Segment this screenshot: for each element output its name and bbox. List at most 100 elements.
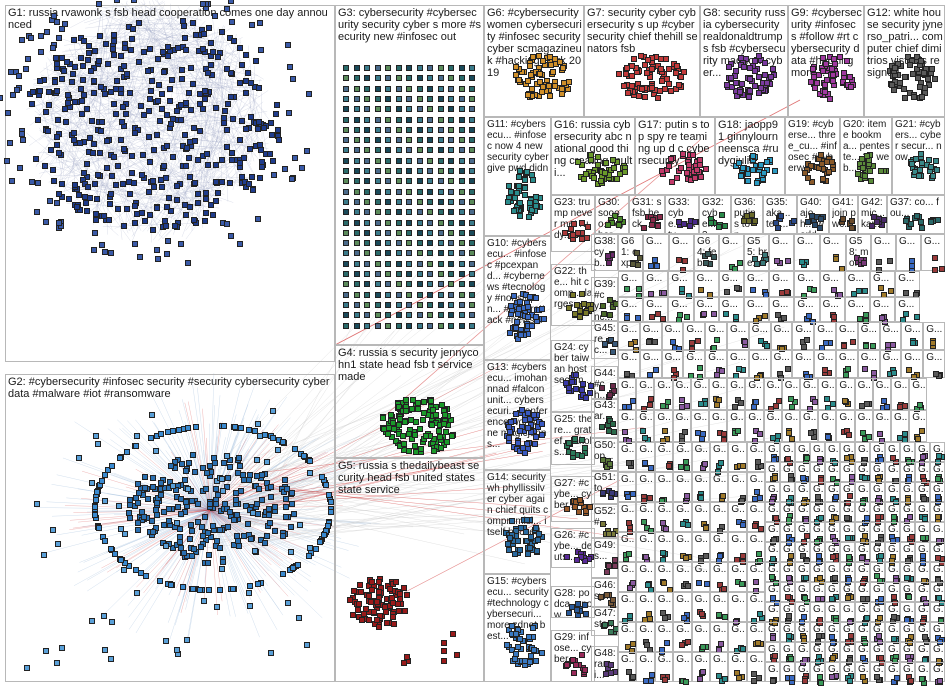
node-g2[interactable] [92,496,99,503]
node-g13[interactable] [517,428,524,435]
node-small[interactable] [755,639,762,646]
node-small[interactable] [623,285,630,292]
node-g1[interactable] [28,34,35,41]
node-small[interactable] [710,310,717,317]
node-g25[interactable] [578,437,585,444]
node-g17[interactable] [678,164,685,171]
node-g3[interactable] [364,65,370,71]
node-small[interactable] [829,673,836,680]
node-g1[interactable] [205,69,212,76]
node-g1[interactable] [77,140,84,147]
node-g2[interactable] [207,501,214,508]
node-g2[interactable] [258,497,265,504]
node-g2[interactable] [246,471,253,478]
node-g1[interactable] [58,54,65,61]
node-g1[interactable] [185,155,192,162]
node-g2[interactable] [283,513,290,520]
node-g4[interactable] [396,421,403,428]
node-g29[interactable] [571,670,578,677]
node-g3[interactable] [364,198,370,205]
node-g19[interactable] [804,175,811,182]
node-small[interactable] [695,338,701,345]
node-g6[interactable] [552,83,559,90]
node-g1[interactable] [128,46,135,53]
node-small[interactable] [757,337,764,344]
node-g2[interactable] [213,485,220,492]
node-g13[interactable] [521,416,528,423]
node-g15[interactable] [533,657,540,664]
node-g2[interactable] [265,512,272,519]
node-g1[interactable] [114,77,121,84]
node-small[interactable] [713,371,720,378]
node-small[interactable] [859,555,866,562]
node-g2[interactable] [50,527,57,534]
node-small[interactable] [647,678,654,685]
node-g3[interactable] [406,198,412,205]
node-small[interactable] [644,582,651,589]
node-small[interactable] [802,574,809,581]
node-small[interactable] [897,403,904,410]
node-g3[interactable] [416,157,423,164]
node-g2[interactable] [319,473,326,480]
node-g2[interactable] [40,551,47,558]
node-g1[interactable] [90,78,97,85]
node-g1[interactable] [104,60,111,67]
node-g14[interactable] [517,525,524,532]
node-g1[interactable] [71,63,78,70]
node-g1[interactable] [136,58,143,65]
node-g39[interactable] [606,312,613,319]
node-g3[interactable] [448,240,454,247]
node-g2[interactable] [94,488,101,495]
node-g1[interactable] [178,240,185,247]
node-g15[interactable] [526,633,533,640]
node-g33[interactable] [681,220,688,227]
node-g1[interactable] [184,260,191,267]
node-g5[interactable] [366,593,373,600]
node-g5[interactable] [373,598,380,605]
node-g3[interactable] [458,116,465,123]
node-g16[interactable] [602,159,609,166]
node-g1[interactable] [228,156,235,163]
node-g5[interactable] [368,579,375,586]
node-small[interactable] [664,639,671,646]
node-g1[interactable] [46,198,53,205]
node-g1[interactable] [223,66,230,73]
node-g1[interactable] [187,204,194,211]
node-g5[interactable] [370,609,377,616]
node-g9[interactable] [822,89,829,96]
node-g3[interactable] [364,147,370,154]
node-g3[interactable] [395,178,402,185]
node-small[interactable] [749,286,756,293]
node-g25[interactable] [571,435,578,442]
node-g3[interactable] [448,312,454,319]
node-small[interactable] [721,676,728,683]
node-g3[interactable] [385,75,391,82]
node-small[interactable] [660,610,667,617]
node-g1[interactable] [114,206,121,213]
node-g2[interactable] [152,507,159,514]
node-g4[interactable] [440,420,447,427]
node-g1[interactable] [15,73,22,79]
node-g9[interactable] [809,65,816,72]
node-g1[interactable] [118,136,125,143]
node-g2[interactable] [183,637,190,644]
node-g15[interactable] [538,650,545,657]
node-g49[interactable] [603,568,610,575]
node-g19[interactable] [802,169,809,176]
node-g14[interactable] [527,534,534,541]
node-g3[interactable] [458,75,465,82]
node-g2[interactable] [198,544,205,551]
node-g5[interactable] [441,647,448,654]
node-g3[interactable] [448,291,454,298]
node-g3[interactable] [437,147,444,154]
node-g13[interactable] [519,406,526,413]
node-small[interactable] [661,615,668,622]
node-g3[interactable] [374,250,381,257]
node-g1[interactable] [102,40,109,47]
node-g55[interactable] [760,259,767,266]
node-g58[interactable] [860,259,867,266]
node-g18[interactable] [737,173,744,180]
node-g3[interactable] [343,260,349,267]
node-g3[interactable] [427,260,433,267]
node-g4[interactable] [441,412,448,418]
